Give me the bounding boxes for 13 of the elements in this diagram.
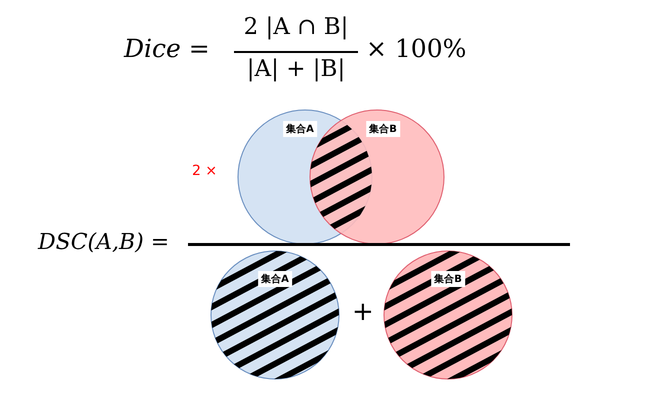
set-label: 集合A (283, 121, 317, 137)
formula-text: Dice = (124, 34, 210, 63)
formula-text: × 100% (366, 34, 466, 63)
multiplier-text: 2 × (192, 163, 218, 179)
set-label: 集合B (366, 121, 400, 137)
formula-text: DSC(A,B) = (38, 230, 170, 255)
plus-sign: + (352, 297, 374, 327)
set-circle (210, 250, 340, 380)
formula-denominator: |A| + |B| (246, 56, 346, 82)
set-label: 集合A (258, 271, 292, 287)
set-label: 集合B (431, 271, 465, 287)
set-circle (383, 250, 513, 380)
formula-numerator: 2 |A ∩ B| (242, 14, 350, 40)
